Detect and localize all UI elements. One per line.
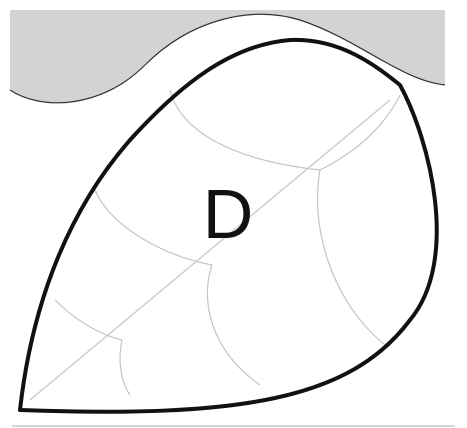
leaf-label: D <box>203 175 254 253</box>
vein-lower-center <box>207 265 260 385</box>
vein-upper-right <box>320 95 400 170</box>
background-mound <box>10 10 445 103</box>
vein-mid-right <box>318 170 385 345</box>
vein-mid-left <box>95 190 212 265</box>
vein-upper-left <box>170 90 320 170</box>
vein-lower-left <box>55 300 122 340</box>
vein-lower-small <box>120 340 130 395</box>
